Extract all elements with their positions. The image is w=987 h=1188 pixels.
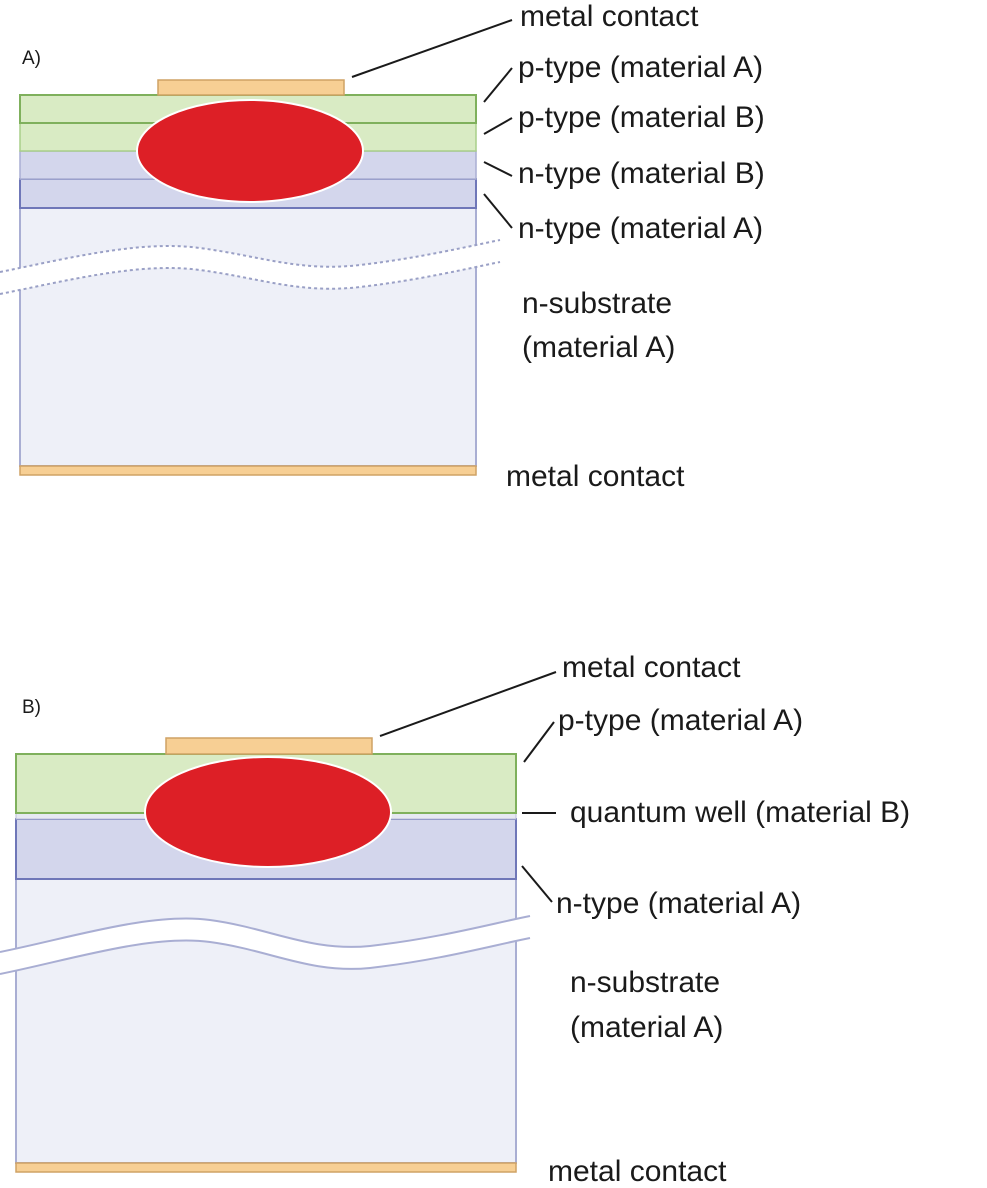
panel-b-label-p-type-a: p-type (material A) bbox=[558, 704, 803, 737]
panel-b-label-substrate-line2: (material A) bbox=[570, 1011, 723, 1044]
panel-a-leader-p-type-a bbox=[483, 67, 513, 103]
panel-b-active-region bbox=[144, 756, 392, 868]
panel-b-label-metal-contact-top: metal contact bbox=[562, 651, 741, 684]
panel-a-active-region bbox=[136, 99, 364, 203]
panel-b-leader-metal-contact bbox=[379, 671, 557, 737]
panel-b-substrate bbox=[15, 878, 517, 1164]
panel-b-label-metal-contact-bottom: metal contact bbox=[548, 1155, 727, 1188]
panel-a-label-p-type-a: p-type (material A) bbox=[518, 51, 763, 84]
panel-a-leader-n-type-a bbox=[483, 193, 513, 229]
panel-a-break-line-upper bbox=[0, 239, 501, 273]
panel-b-label-substrate-line1: n-substrate bbox=[570, 966, 720, 999]
panel-a-substrate bbox=[19, 207, 477, 467]
panel-a-label-substrate-line2: (material A) bbox=[522, 331, 675, 364]
panel-b-break-line-lower bbox=[0, 937, 531, 975]
panel-b-label: B) bbox=[22, 697, 41, 718]
panel-b-label-quantum-well: quantum well (material B) bbox=[570, 796, 910, 829]
panel-a-bottom-metal-contact bbox=[19, 465, 477, 476]
panel-b-leader-p-type-a bbox=[523, 721, 555, 763]
panel-a-leader-n-type-b bbox=[483, 161, 513, 177]
panel-a-leader-p-type-b bbox=[483, 117, 513, 135]
panel-a-break-band bbox=[0, 240, 500, 294]
panel-a-label-metal-contact-top: metal contact bbox=[520, 0, 699, 33]
panel-a-top-metal-contact bbox=[157, 79, 345, 96]
panel-b-label-n-type-a: n-type (material A) bbox=[556, 887, 801, 920]
panel-b-bottom-metal-contact bbox=[15, 1162, 517, 1173]
panel-a-label-n-type-b: n-type (material B) bbox=[518, 157, 765, 190]
panel-b-break-band bbox=[0, 916, 530, 974]
panel-b: B) metal contact p-type (material A) qua… bbox=[0, 651, 910, 1188]
panel-a-label-substrate-line1: n-substrate bbox=[522, 287, 672, 320]
panel-a-leader-metal-contact bbox=[351, 19, 513, 78]
panel-a-break-line-lower bbox=[0, 261, 501, 295]
panel-a-label: A) bbox=[22, 48, 41, 69]
panel-a-label-metal-contact-bottom: metal contact bbox=[506, 460, 685, 493]
panel-a: A) metal contact p-type (material A) p-t… bbox=[0, 0, 765, 493]
panel-a-label-p-type-b: p-type (material B) bbox=[518, 101, 765, 134]
panel-a-label-n-type-a: n-type (material A) bbox=[518, 212, 763, 245]
panel-b-leader-n-type-a bbox=[521, 865, 553, 903]
panel-b-break-line-upper bbox=[0, 915, 531, 953]
panel-b-top-metal-contact bbox=[165, 737, 373, 755]
